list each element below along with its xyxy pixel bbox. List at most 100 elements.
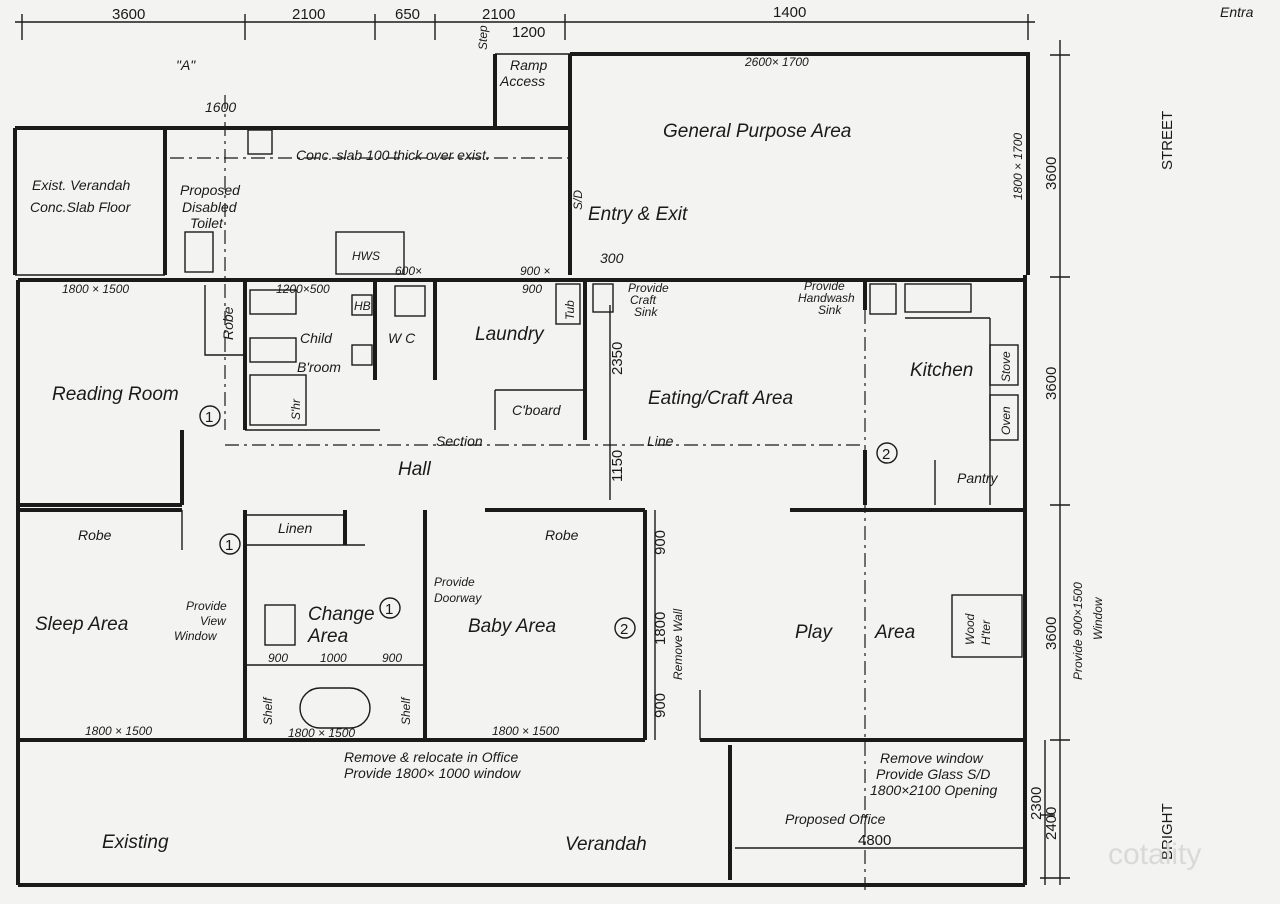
note-remove-wall: Remove Wall (671, 609, 685, 680)
note-provide-window-2: Window (1091, 596, 1105, 640)
tag-2-baby: 2 (620, 621, 628, 638)
label-bright: BRIGHT (1159, 803, 1176, 860)
note-handwash-3: Sink (818, 303, 842, 317)
note-remove-window-2: Provide Glass S/D (876, 766, 990, 782)
label-laundry: Laundry (475, 324, 545, 345)
external-walls (13, 52, 1030, 887)
note-remove-window-1: Remove window (880, 750, 984, 766)
label-robe-reading: Robe (220, 306, 236, 340)
window-laundry-2: 900 (522, 282, 542, 296)
tag-1-change: 1 (385, 601, 393, 618)
note-section: Section (436, 433, 483, 449)
label-street: STREET (1159, 111, 1176, 170)
label-general-purpose: General Purpose Area (663, 121, 851, 142)
dim-top-650: 650 (395, 6, 420, 23)
dim-inner-1150: 1150 (609, 450, 626, 482)
note-remove-window-3: 1800×2100 Opening (870, 782, 997, 798)
window-laundry-1: 900 × (520, 264, 550, 278)
tag-1-reading: 1 (205, 409, 213, 426)
label-play-1: Play (795, 622, 833, 643)
label-stove: Stove (999, 351, 1013, 382)
dim-office-4800: 4800 (858, 832, 891, 849)
label-handbasin: HB (354, 299, 371, 313)
note-section-width: 1600 (205, 99, 236, 115)
window-reading: 1800 × 1500 (62, 282, 129, 296)
label-linen: Linen (278, 520, 312, 536)
label-existing: Existing (102, 832, 169, 853)
tag-1-sleep: 1 (225, 537, 233, 554)
note-section-mark: "A" (176, 57, 196, 73)
label-play-2: Area (874, 622, 915, 643)
tag-2-kitchen: 2 (882, 446, 890, 463)
watermark: cotality (1108, 838, 1201, 871)
label-child-2: B'room (297, 359, 341, 375)
note-handwash-1: Provide (804, 279, 845, 293)
window-baby: 1800 × 1500 (492, 724, 559, 738)
window-sleep: 1800 × 1500 (85, 724, 152, 738)
dim-right-3600-c: 3600 (1043, 617, 1060, 650)
note-craft-sink-2: Craft (630, 293, 657, 307)
note-craft-sink-3: Sink (634, 305, 658, 319)
label-wood-heater-1: Wood (963, 613, 977, 645)
label-proposed-office: Proposed Office (785, 811, 886, 827)
window-child-bath: 1200×500 (276, 282, 330, 296)
internal-walls (18, 280, 1025, 740)
note-step: Step (476, 25, 490, 50)
window-change: 1800 × 1500 (288, 726, 355, 740)
fixtures (184, 129, 1023, 729)
label-exist-verandah-2: Conc.Slab Floor (30, 199, 132, 215)
label-kitchen: Kitchen (910, 360, 973, 381)
window-change-w1: 900 (268, 651, 288, 665)
label-exist-verandah-1: Exist. Verandah (32, 177, 131, 193)
label-eating-craft: Eating/Craft Area (648, 388, 793, 409)
label-disabled-toilet-2: Disabled (182, 199, 238, 215)
note-doorway-2: Doorway (434, 591, 482, 605)
label-shower: S'hr (289, 398, 303, 420)
window-wc: 600× (395, 264, 422, 278)
section-lines (170, 95, 866, 890)
label-robe-baby: Robe (545, 527, 579, 543)
dim-right-3600-a: 3600 (1043, 157, 1060, 190)
dim-right-3600-b: 3600 (1043, 367, 1060, 400)
note-ramp-1: Ramp (510, 57, 548, 73)
label-disabled-toilet-3: Toilet (190, 215, 224, 231)
label-disabled-toilet-1: Proposed (180, 182, 241, 198)
label-pantry: Pantry (957, 470, 998, 486)
dim-top-2100-b: 2100 (482, 6, 515, 23)
label-tub: Tub (563, 300, 577, 320)
label-cboard: C'board (512, 402, 562, 418)
label-hws: HWS (352, 249, 380, 263)
label-change-2: Area (307, 626, 348, 647)
dim-top-1200: 1200 (512, 24, 545, 41)
label-oven: Oven (999, 406, 1013, 435)
dim-inner-900-a: 900 (652, 530, 669, 555)
note-provide-window-1: Provide 900×1500 (1071, 582, 1085, 680)
label-reading-room: Reading Room (52, 384, 179, 405)
note-entry-dim: 300 (600, 250, 624, 266)
note-relocate-2: Provide 1800× 1000 window (344, 765, 521, 781)
note-line: Line (647, 433, 674, 449)
window-change-w2: 1000 (320, 651, 347, 665)
dim-inner-1800: 1800 (652, 612, 669, 645)
label-child-1: Child (300, 330, 333, 346)
note-craft-sink-1: Provide (628, 281, 669, 295)
note-ramp-2: Access (499, 73, 545, 89)
label-wc: W C (388, 330, 416, 346)
label-sleep-area: Sleep Area (35, 614, 128, 635)
label-wood-heater-2: H'ter (979, 619, 993, 645)
note-view-window-3: Window (174, 629, 218, 643)
label-verandah: Verandah (565, 834, 647, 855)
dim-top-3600: 3600 (112, 6, 145, 23)
dim-right-2300: 2300 (1028, 787, 1045, 820)
label-entrance: Entra (1220, 4, 1254, 20)
label-shelf-left: Shelf (261, 696, 275, 725)
note-doorway-1: Provide (434, 575, 475, 589)
dim-inner-2350: 2350 (609, 342, 626, 375)
dim-top-1400: 1400 (773, 4, 806, 21)
dim-right-2400: 2400 (1043, 807, 1060, 840)
dimension-lines (15, 14, 1070, 885)
window-change-w3: 900 (382, 651, 402, 665)
callout-tags (199, 405, 898, 639)
dim-inner-900-b: 900 (652, 693, 669, 718)
